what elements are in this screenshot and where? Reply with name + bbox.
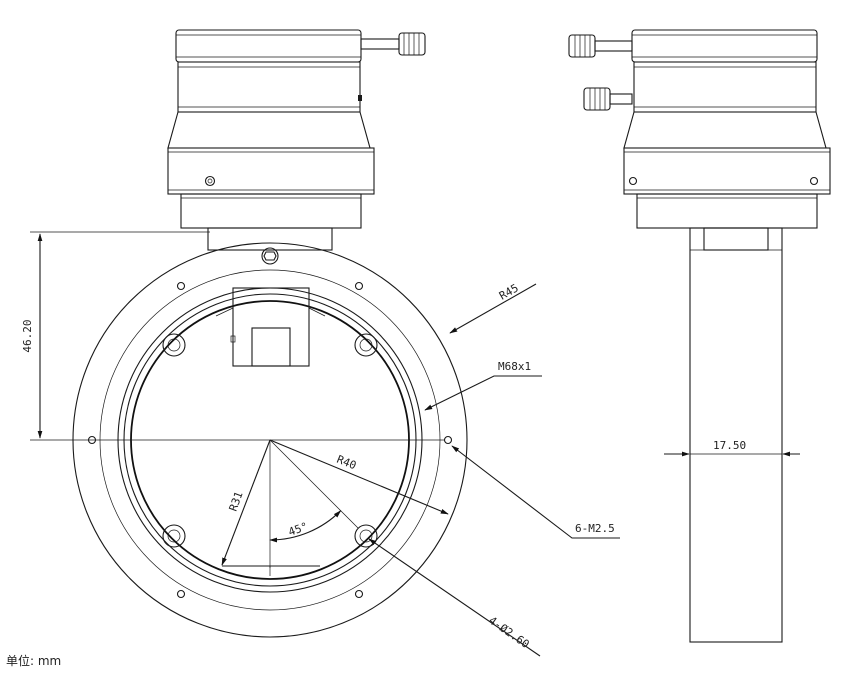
bolt-radius-line [269, 439, 449, 515]
thread-text: M68x1 [498, 360, 531, 373]
height-dimension-text: 46.20 [21, 319, 34, 352]
side-top-cylinder [631, 29, 818, 113]
through-holes-leader [368, 538, 541, 657]
tapped-holes-leader [451, 445, 620, 539]
tapped-holes-text: 6-M2.5 [575, 522, 615, 535]
front-body [167, 111, 375, 265]
angle-arc [269, 510, 342, 543]
front-inner-bracket [215, 287, 326, 367]
front-lock-knob [360, 32, 426, 56]
side-body [623, 111, 831, 229]
thread-leader [424, 375, 542, 411]
front-top-cylinder [175, 29, 362, 113]
bolt-radius-text: R40 [335, 453, 358, 472]
inner-radius-text: R31 [227, 490, 246, 513]
inner-radius-line [221, 439, 271, 566]
side-upper-knob [568, 34, 633, 58]
outer-radius-leader [449, 283, 537, 334]
side-view: 17.50 [568, 29, 831, 643]
through-holes-text: 4-Ø2.60 [486, 614, 531, 651]
width-dimension-text: 17.50 [713, 439, 746, 452]
through-holes [162, 333, 378, 548]
front-view: 46.20 R45 M68x1 R40 R31 45° 6-M2.5 4-Ø2.… [21, 29, 620, 657]
side-lower-knob [583, 87, 633, 111]
angle-reference-line [269, 439, 359, 529]
angle-text: 45° [287, 520, 310, 539]
outer-radius-text: R45 [497, 281, 521, 302]
unit-label: 单位: mm [6, 654, 62, 668]
side-stem [689, 227, 783, 643]
